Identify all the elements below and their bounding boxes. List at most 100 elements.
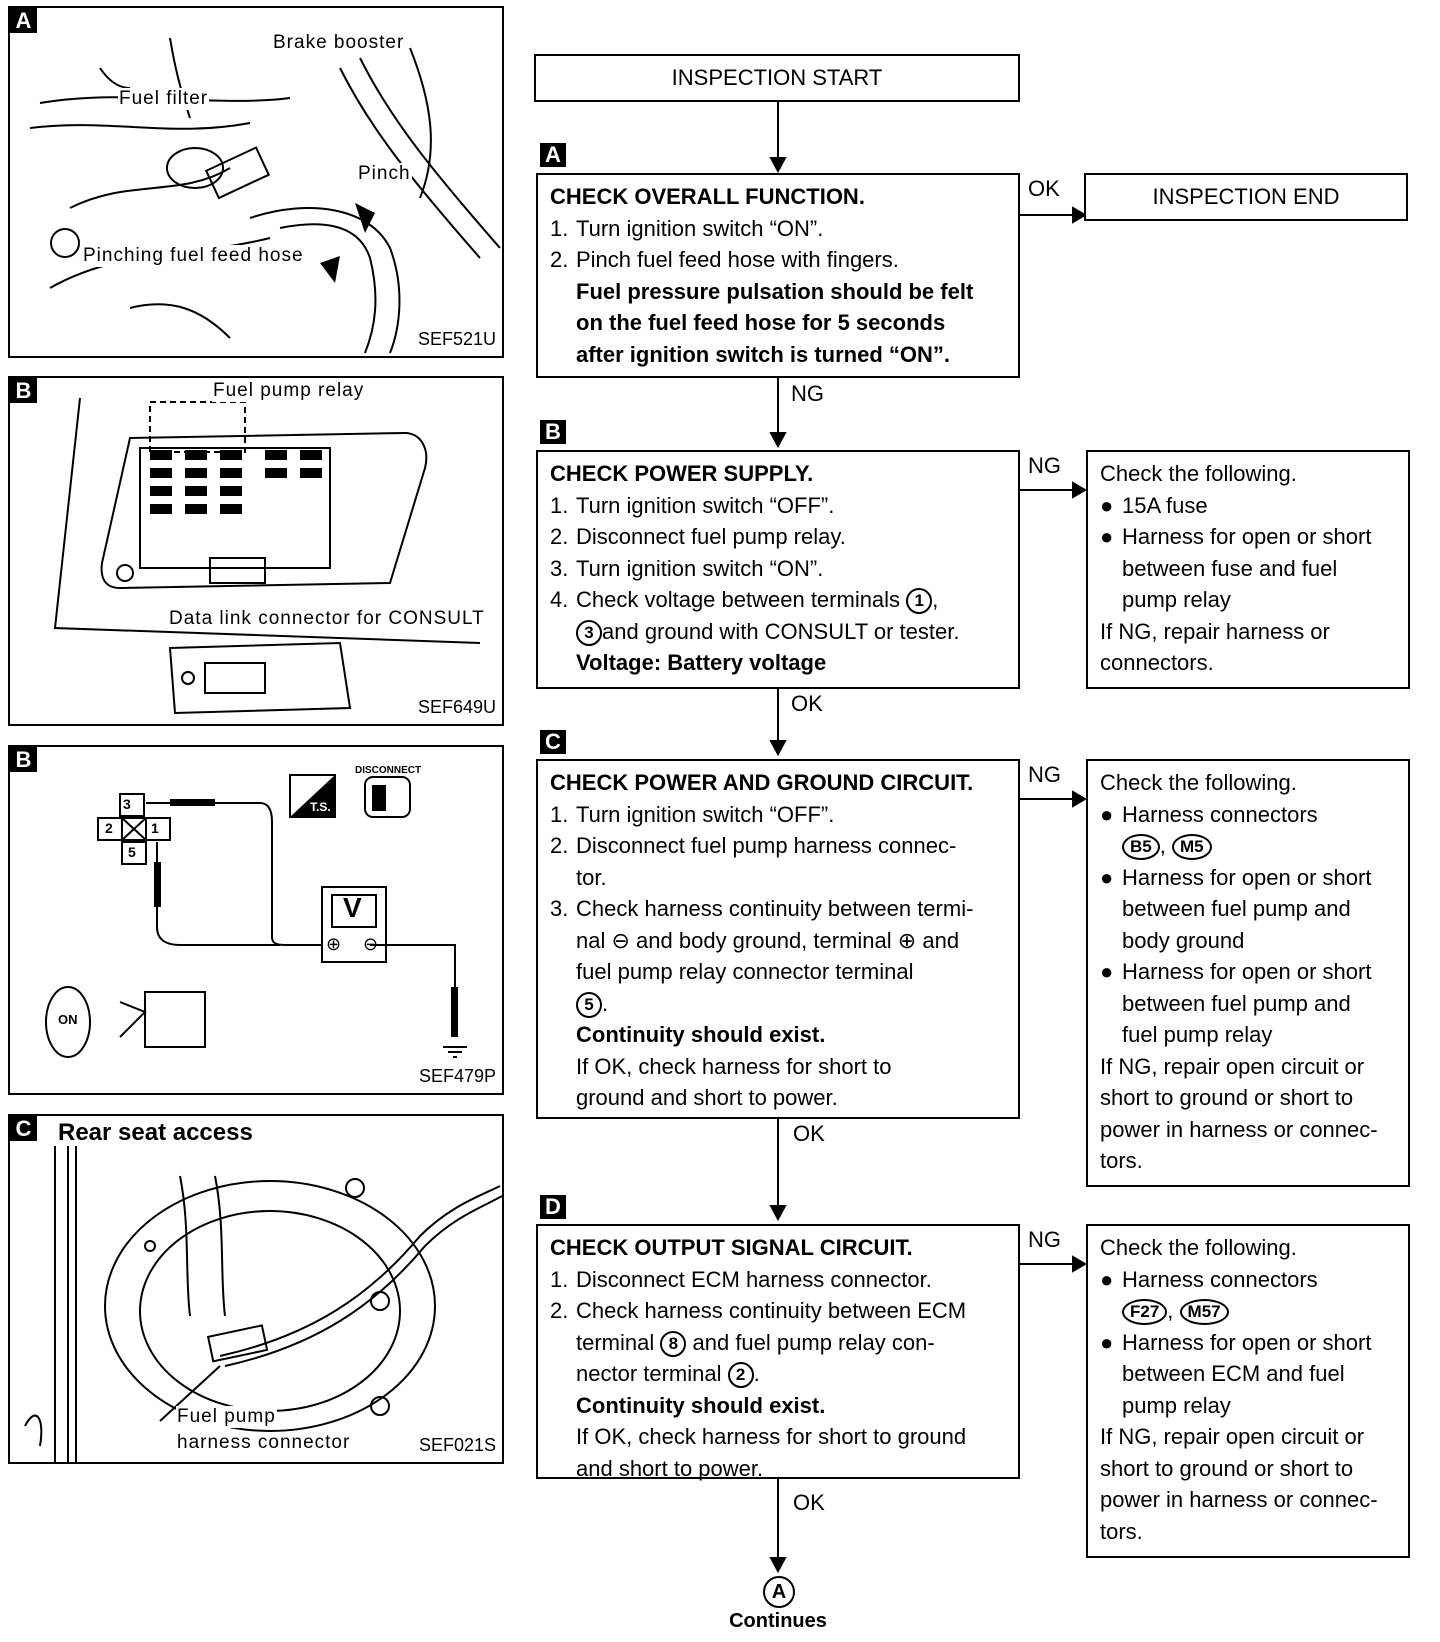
minus-terminal-symbol: ⊖ <box>363 934 379 954</box>
step-d-ng-box: Check the following. ●Harness connectors… <box>1086 1224 1410 1558</box>
ng-remedy: connectors. <box>1100 650 1214 675</box>
step-number: 1. <box>550 492 569 518</box>
ok-label-a: OK <box>1028 176 1060 201</box>
figure-a-fuel-filter: A Brake booster Fuel filter Pinch Pinchi… <box>8 6 504 358</box>
plus-terminal-symbol: ⊕ <box>326 934 342 954</box>
step-a-line-1: Turn ignition switch “ON”. <box>576 215 824 241</box>
step-c-tag: C <box>540 730 566 754</box>
ng-remedy: short to ground or short to <box>1100 1455 1354 1481</box>
step-number: 3. <box>550 896 569 921</box>
ng-remedy: tors. <box>1100 1518 1143 1544</box>
ng-item: Harness for open or short <box>1122 864 1372 890</box>
step-b-ng-box: Check the following. ●15A fuse ●Harness … <box>1086 450 1410 689</box>
figure-b-fuse-box: B Fuel pump relay Data link connector fo… <box>8 376 504 726</box>
ng-item-cont: between ECM and fuel <box>1122 1361 1345 1386</box>
ng-item: Harness for open or short <box>1122 1329 1372 1355</box>
step-d-box: CHECK OUTPUT SIGNAL CIRCUIT. 1.Disconnec… <box>536 1224 1020 1481</box>
ng-item: Harness for open or short <box>1122 524 1372 549</box>
figure-tag: A <box>10 8 37 33</box>
ng-title: Check the following. <box>1100 1235 1297 1260</box>
fuse-box-illustration <box>53 397 481 715</box>
ng-item-cont: pump relay <box>1122 1392 1231 1418</box>
step-b-voltage: Voltage: Battery voltage <box>576 650 827 675</box>
ng-title: Check the following. <box>1100 770 1297 795</box>
data-link-connector-label: Data link connector for CONSULT <box>168 608 486 630</box>
step-d-remark-2: and short to power. <box>576 1455 764 1481</box>
ng-item: 15A fuse <box>1122 492 1208 518</box>
step-a-criteria-1: Fuel pressure pulsation should be felt <box>576 278 974 304</box>
connector-label-line-1: Fuel pump <box>176 1406 277 1428</box>
figure-c-rear-seat: C Rear seat access Fuel pump harness con… <box>8 1114 504 1464</box>
ng-item-cont: pump relay <box>1122 587 1231 612</box>
figure-tag: B <box>10 747 37 772</box>
connector-m5-badge: M5 <box>1171 834 1212 861</box>
step-a-criteria-2: on the fuel feed hose for 5 seconds <box>576 310 946 335</box>
terminal-2-label: 2 <box>105 820 113 836</box>
ng-label-b: NG <box>1028 453 1061 478</box>
step-c-line-2: Disconnect fuel pump harness connec- <box>576 833 957 858</box>
ng-remedy: If NG, repair harness or <box>1100 618 1330 644</box>
inspection-end-label: INSPECTION END <box>1152 184 1340 209</box>
ok-label-c: OK <box>793 1121 825 1146</box>
fuel-pump-access-illustration <box>24 1146 502 1462</box>
step-c-remark-1: If OK, check harness for short to <box>576 1053 892 1079</box>
inspection-end-box: INSPECTION END <box>1084 173 1408 221</box>
terminal-2-badge: 2 <box>727 1362 754 1389</box>
ng-item-cont: between fuel pump and <box>1122 896 1351 921</box>
ok-label-d: OK <box>793 1490 825 1515</box>
fuel-filter-label: Fuel filter <box>118 88 210 110</box>
voltage-check-wiring <box>45 774 467 1058</box>
ng-remedy: power in harness or connec- <box>1100 1116 1378 1142</box>
step-a-tag: A <box>540 143 566 167</box>
ng-label-c: NG <box>1028 762 1061 787</box>
connector-f27-badge: F27 <box>1122 1299 1168 1326</box>
ng-title: Check the following. <box>1100 461 1297 486</box>
connector-m57-badge: M57 <box>1179 1299 1229 1326</box>
step-a-line-2: Pinch fuel feed hose with fingers. <box>576 247 899 272</box>
step-a-title: CHECK OVERALL FUNCTION. <box>550 184 865 209</box>
figure-code: SEF521U <box>417 329 496 349</box>
figure-code: SEF479P <box>418 1066 496 1086</box>
step-number: 2. <box>550 524 569 549</box>
step-number: 1. <box>550 215 569 241</box>
ng-remedy: If NG, repair open circuit or <box>1100 1053 1365 1079</box>
step-d-line-2b: terminal <box>576 1329 655 1355</box>
step-c-line-3: Check harness continuity between termi- <box>576 896 974 921</box>
fuel-pump-relay-label: Fuel pump relay <box>212 380 366 402</box>
period: . <box>602 990 609 1016</box>
step-d-criteria: Continuity should exist. <box>576 1392 826 1418</box>
brake-booster-label: Brake booster <box>272 32 406 54</box>
figure-b-voltage-check: B 3 <box>8 745 504 1095</box>
continues-connector-mark: A <box>763 1576 795 1608</box>
step-d-line-2b: and fuel pump relay con- <box>692 1329 935 1355</box>
figure-tag: B <box>10 378 37 403</box>
connector-b5-badge: B5 <box>1122 834 1160 861</box>
step-number: 1. <box>550 1266 569 1292</box>
comma: , <box>1159 833 1166 858</box>
inspection-start-box: INSPECTION START <box>534 54 1020 102</box>
terminal-5-label: 5 <box>128 844 136 860</box>
step-b-line-4: Check voltage between terminals <box>576 587 901 612</box>
ng-item-cont: between fuse and fuel <box>1122 555 1338 581</box>
step-b-line-1: Turn ignition switch “OFF”. <box>576 492 835 518</box>
ng-item: Harness connectors <box>1122 1266 1318 1292</box>
ng-label-d: NG <box>1028 1227 1061 1252</box>
step-c-line-3c: fuel pump relay connector terminal <box>576 959 914 984</box>
step-c-line-3b: and body ground, terminal <box>636 927 892 953</box>
ng-remedy: power in harness or connec- <box>1100 1487 1378 1512</box>
terminal-3-badge: 3 <box>576 619 602 646</box>
figure-code: SEF649U <box>417 697 496 717</box>
connector-label-line-2: harness connector <box>176 1432 352 1454</box>
pinch-label: Pinch <box>357 163 412 185</box>
terminal-1-badge: 1 <box>906 588 933 615</box>
ng-remedy: tors. <box>1100 1148 1143 1173</box>
comma: , <box>1167 1298 1174 1323</box>
step-c-ng-box: Check the following. ●Harness connectors… <box>1086 759 1410 1187</box>
step-a-criteria-3: after ignition switch is turned “ON”. <box>576 341 951 367</box>
step-d-line-2: Check harness continuity between ECM <box>576 1298 967 1323</box>
minus-symbol: ⊖ <box>611 927 630 953</box>
figure-title: Rear seat access <box>58 1119 253 1146</box>
step-c-line-1: Turn ignition switch “OFF”. <box>576 801 835 827</box>
step-number: 2. <box>550 247 569 272</box>
